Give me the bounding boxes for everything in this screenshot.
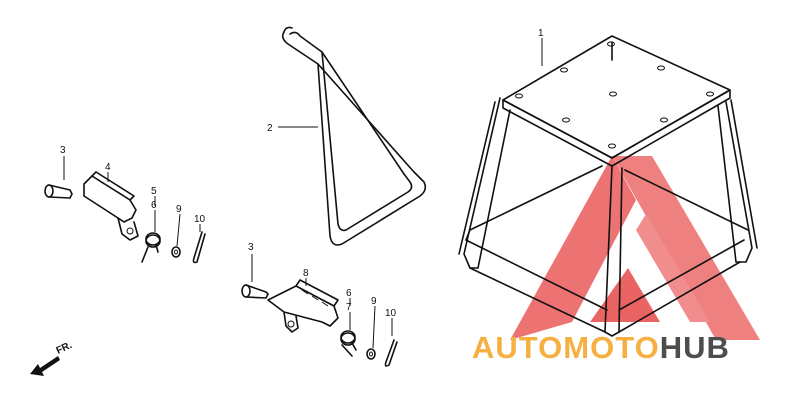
stand-1 bbox=[458, 35, 758, 337]
bolt-3-left bbox=[44, 184, 73, 199]
peg-group-right bbox=[241, 279, 398, 367]
leader-lines bbox=[63, 38, 543, 349]
watermark-part-3: HUB bbox=[659, 330, 730, 365]
cotter-pin-10-left bbox=[192, 231, 206, 264]
callout-10-left: 10 bbox=[194, 214, 206, 225]
spring-6-left bbox=[141, 232, 161, 263]
callout-4: 4 bbox=[105, 162, 111, 173]
peg-group-left bbox=[44, 171, 206, 264]
callout-3-left: 3 bbox=[60, 145, 66, 156]
footpeg-8 bbox=[267, 279, 339, 333]
callout-1: 1 bbox=[538, 28, 544, 39]
washer-9-right bbox=[366, 348, 376, 360]
callout-6-right: 6 bbox=[346, 288, 352, 299]
spring-7-right bbox=[340, 330, 357, 357]
watermark-logo bbox=[510, 156, 760, 340]
arrow-icon bbox=[30, 356, 60, 376]
callout-7: 7 bbox=[346, 302, 352, 313]
watermark-part-2: MOTO bbox=[563, 330, 660, 365]
callout-2: 2 bbox=[267, 123, 273, 134]
bolt-3-right bbox=[241, 284, 269, 299]
front-direction-marker: FR. bbox=[30, 340, 74, 376]
watermark-text: AUTOMOTOHUB bbox=[472, 330, 730, 366]
callout-9-left: 9 bbox=[176, 204, 182, 215]
watermark-part-1: AUTO bbox=[472, 330, 564, 365]
callout-6-left: 6 bbox=[151, 200, 157, 211]
callout-labels: 1 2 3 4 5 6 9 10 3 8 6 7 9 10 bbox=[60, 28, 544, 319]
callout-9-right: 9 bbox=[371, 296, 377, 307]
callout-3-right: 3 bbox=[248, 242, 254, 253]
callout-10-right: 10 bbox=[385, 308, 397, 319]
cotter-pin-10-right bbox=[384, 339, 398, 367]
direction-label: FR. bbox=[55, 340, 74, 357]
callout-5: 5 bbox=[151, 186, 157, 197]
footpeg-4 bbox=[83, 171, 139, 241]
washer-9-left bbox=[171, 246, 181, 258]
callout-8: 8 bbox=[303, 268, 309, 279]
side-bar-2 bbox=[281, 26, 427, 246]
